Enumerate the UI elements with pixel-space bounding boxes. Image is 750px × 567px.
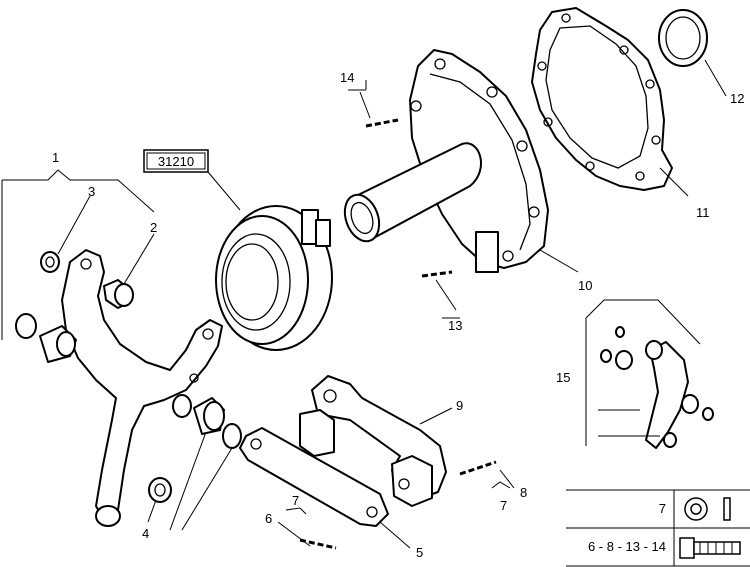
legend-row-1-label: 7 [659, 501, 666, 516]
assembly-inset-part-15 [585, 299, 714, 449]
callout-14: 14 [340, 70, 354, 85]
bushing-right [172, 394, 242, 449]
bolt-part-14 [348, 80, 399, 128]
release-bearing-31210 [207, 171, 333, 351]
callout-9: 9 [456, 398, 463, 413]
reference-box-label: 31210 [158, 154, 194, 169]
callout-1: 1 [52, 150, 59, 165]
bolt-part-6 [277, 507, 337, 550]
leader-part-1-lower [181, 447, 233, 531]
callout-4: 4 [142, 526, 149, 541]
callout-7-right: 7 [500, 498, 507, 513]
bolt-part-13 [421, 270, 460, 319]
bolt-icon [679, 537, 741, 559]
callout-6: 6 [265, 511, 272, 526]
gasket-part-11 [531, 7, 689, 197]
callout-5: 5 [416, 545, 423, 560]
callout-3: 3 [88, 184, 95, 199]
nut-part-4 [147, 477, 172, 523]
bracket-part-9 [299, 375, 453, 507]
callout-7: 7 [292, 493, 299, 508]
callout-10: 10 [578, 278, 592, 293]
fastener-legend: 7 6 - 8 - 13 - 14 [566, 489, 750, 567]
bushing-left [15, 313, 77, 363]
callout-15: 15 [556, 370, 570, 385]
callout-13: 13 [448, 318, 462, 333]
callout-12: 12 [730, 91, 744, 106]
nut-part-3 [40, 195, 91, 273]
housing-part-10 [343, 49, 579, 273]
leader-part-1-lower-b [169, 431, 207, 531]
link-rod-part-5 [239, 427, 411, 549]
release-fork-part-1 [1, 169, 223, 527]
callout-2: 2 [150, 220, 157, 235]
reference-box-31210: 31210 [143, 149, 209, 173]
callout-11: 11 [696, 205, 710, 220]
seal-ring-part-12 [658, 9, 727, 97]
bolt-part-8 [459, 460, 515, 489]
pin-part-2 [103, 233, 155, 309]
callout-8: 8 [520, 485, 527, 500]
washer-icon [684, 497, 731, 521]
legend-row-2-label: 6 - 8 - 13 - 14 [588, 539, 666, 554]
